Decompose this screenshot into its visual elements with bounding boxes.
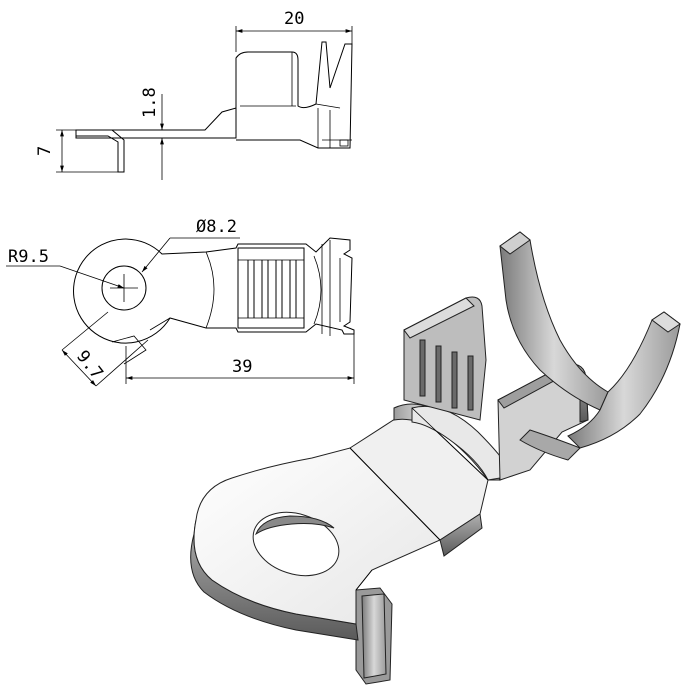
side-view: 20 1.8 7 bbox=[35, 9, 353, 180]
dim-height: 7 bbox=[35, 146, 55, 156]
dim-thickness: 1.8 bbox=[140, 87, 160, 118]
top-view-ring bbox=[73, 237, 355, 344]
top-view-hole bbox=[101, 265, 147, 311]
top-view-barrel bbox=[237, 247, 305, 329]
iso-right-blade bbox=[567, 311, 681, 449]
dim-neck-width: 9.7 bbox=[72, 347, 107, 384]
dim-hole-diameter: Ø8.2 bbox=[196, 217, 237, 237]
side-view-barrel bbox=[235, 41, 353, 149]
dim-ring-radius: R9.5 bbox=[8, 247, 49, 267]
dim-width-top: 20 bbox=[284, 9, 304, 29]
side-view-tab bbox=[75, 129, 125, 173]
iso-hole bbox=[252, 511, 340, 577]
dim-total-length: 39 bbox=[232, 357, 252, 377]
isometric-view bbox=[190, 231, 681, 685]
top-view: Ø8.2 R9.5 9.7 39 bbox=[6, 217, 355, 387]
